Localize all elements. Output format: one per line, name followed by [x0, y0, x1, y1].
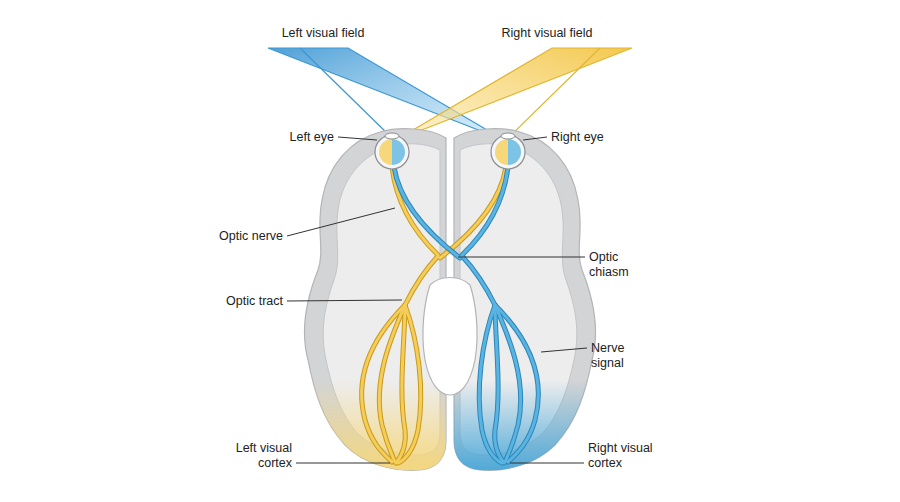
left-hemisphere [304, 129, 446, 471]
part-label: Optic tract [226, 294, 283, 309]
left-eye-figure [375, 133, 409, 169]
part-label: Left visual cortex [217, 441, 292, 471]
blue-pathway [394, 167, 538, 463]
part-label: Right visual field [501, 26, 592, 41]
leader-lines [287, 137, 587, 463]
part-label: Left eye [290, 130, 334, 145]
part-label: Optic nerve [219, 229, 283, 244]
central-opening [423, 278, 477, 396]
part-label: Left visual field [282, 26, 365, 41]
left-field-wedge [268, 48, 504, 140]
right-field-ray [508, 48, 600, 138]
part-label: Nerve signal [591, 341, 639, 371]
part-label: Right visual cortex [588, 441, 666, 471]
right-eye-figure [491, 133, 525, 169]
right-hemisphere [454, 129, 596, 471]
left-field-ray [300, 48, 392, 138]
part-label: Optic chiasm [589, 250, 639, 280]
part-label: Right eye [551, 130, 604, 145]
right-field-wedge [396, 48, 632, 140]
